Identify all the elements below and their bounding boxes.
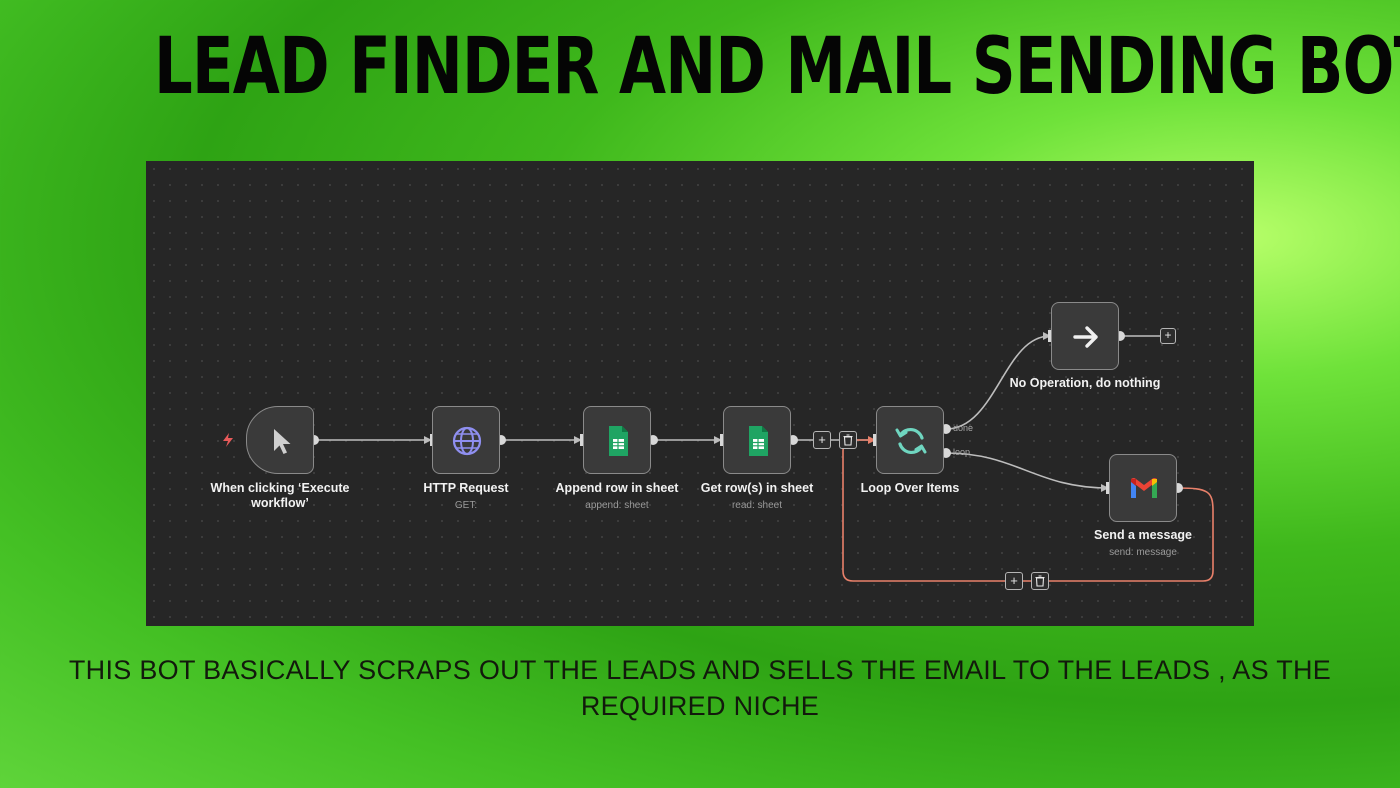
globe-icon [452,426,482,456]
node-http-request[interactable] [432,406,500,474]
node-send-message[interactable] [1109,454,1177,522]
node-label: HTTP Request GET: [423,481,509,511]
port-label-done: done [953,423,974,433]
arrow-right-icon [1073,326,1098,348]
node-label: Send a message send: message [1094,528,1192,558]
delete-connection-button[interactable] [1031,572,1049,590]
google-sheets-icon [749,426,768,456]
connection-loop-send [945,452,1109,489]
add-node-button[interactable]: + [1005,572,1023,590]
trash-icon [1035,575,1045,587]
loop-arrows-icon [895,428,927,454]
gmail-icon [1131,478,1157,498]
node-label: Get row(s) in sheet read: sheet [700,481,814,511]
page-headline: LEAD FINDER AND MAIL SENDING BOT [154,22,1400,112]
lightning-bolt-icon [223,433,233,447]
node-label: No Operation, do nothing [1009,376,1161,390]
trash-icon [843,434,853,446]
cursor-icon [274,429,291,454]
node-label: Loop Over Items [860,481,960,495]
node-label: When clicking ‘Execute workflow’ [210,481,350,510]
google-sheets-icon [609,426,628,456]
add-node-button[interactable]: + [1160,328,1176,344]
connection-loop-done-noop [945,335,1051,430]
node-label: Append row in sheet append: sheet [555,481,679,511]
add-node-button[interactable]: + [813,431,831,449]
workflow-canvas[interactable]: When clicking ‘Execute workflow’ HTTP Re… [146,161,1254,626]
port-label-loop: loop [953,447,971,457]
node-loop-over-items[interactable] [876,406,944,474]
node-manual-trigger[interactable] [246,406,314,474]
node-append-row[interactable] [583,406,651,474]
delete-connection-button[interactable] [839,431,857,449]
page-caption: THIS BOT BASICALLY SCRAPS OUT THE LEADS … [68,655,1332,721]
node-get-rows[interactable] [723,406,791,474]
node-no-operation[interactable] [1051,302,1119,370]
